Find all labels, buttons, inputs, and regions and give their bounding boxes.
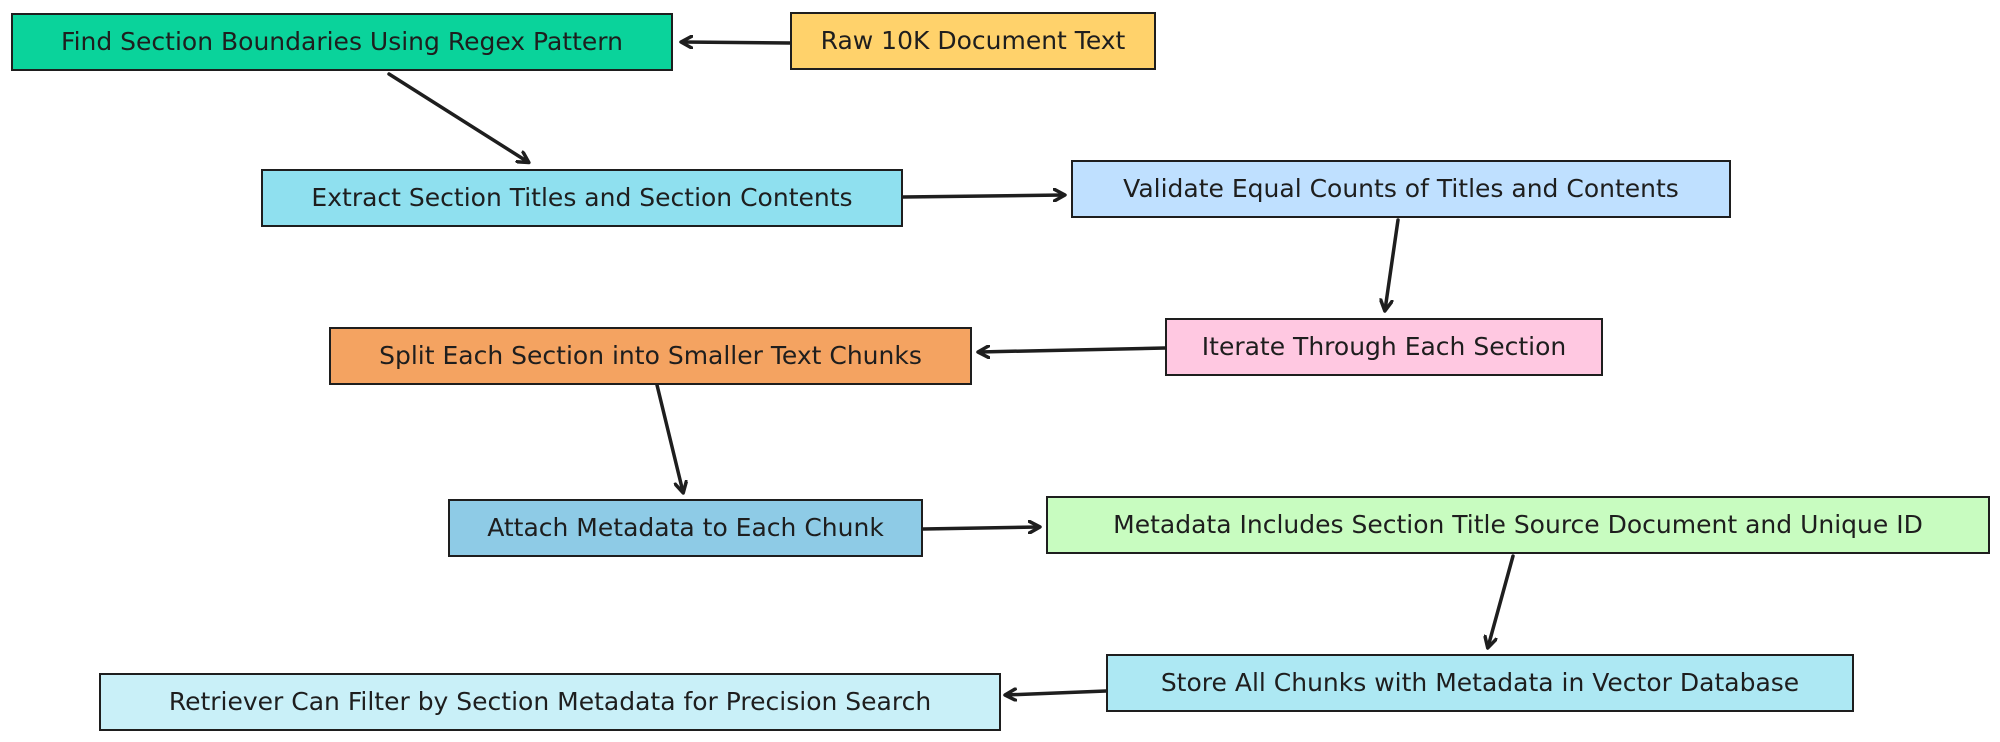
node-find-boundaries: Find Section Boundaries Using Regex Patt… <box>11 13 673 71</box>
node-split: Split Each Section into Smaller Text Chu… <box>329 327 972 385</box>
node-label: Validate Equal Counts of Titles and Cont… <box>1123 174 1679 203</box>
arrow-extract-to-validate <box>901 195 1064 197</box>
node-label: Metadata Includes Section Title Source D… <box>1113 510 1923 539</box>
arrow-split-to-attach <box>655 383 683 492</box>
node-raw-doc: Raw 10K Document Text <box>790 12 1156 70</box>
node-label: Extract Section Titles and Section Conte… <box>311 183 852 212</box>
node-label: Iterate Through Each Section <box>1202 332 1566 361</box>
node-label: Store All Chunks with Metadata in Vector… <box>1161 668 1799 697</box>
arrow-metadata-includes-to-store <box>1488 554 1515 647</box>
node-retriever: Retriever Can Filter by Section Metadata… <box>99 673 1001 731</box>
node-box <box>11 13 673 71</box>
arrow-attach-to-metadata-includes <box>921 527 1039 529</box>
node-metadata-includes: Metadata Includes Section Title Source D… <box>1046 496 1990 554</box>
node-box <box>448 499 923 557</box>
node-attach: Attach Metadata to Each Chunk <box>448 499 923 557</box>
node-box <box>99 673 1001 731</box>
node-store: Store All Chunks with Metadata in Vector… <box>1106 654 1854 712</box>
arrow-find-boundaries-to-extract <box>387 72 528 162</box>
arrow-validate-to-iterate <box>1385 218 1400 310</box>
edges-layer <box>387 42 1515 695</box>
node-box <box>1046 496 1990 554</box>
node-box <box>1071 160 1731 218</box>
node-box <box>329 327 972 385</box>
node-box <box>1165 318 1603 376</box>
node-box <box>261 169 903 227</box>
node-box <box>790 12 1156 70</box>
node-iterate: Iterate Through Each Section <box>1165 318 1603 376</box>
node-box <box>1106 654 1854 712</box>
node-label: Attach Metadata to Each Chunk <box>487 513 884 542</box>
node-label: Raw 10K Document Text <box>821 26 1126 55</box>
arrow-iterate-to-split <box>979 348 1167 352</box>
nodes-layer: Find Section Boundaries Using Regex Patt… <box>11 12 1990 731</box>
arrow-store-to-retriever <box>1006 691 1108 695</box>
node-label: Find Section Boundaries Using Regex Patt… <box>61 27 623 56</box>
node-extract: Extract Section Titles and Section Conte… <box>261 169 903 227</box>
node-label: Split Each Section into Smaller Text Chu… <box>379 341 922 370</box>
node-label: Retriever Can Filter by Section Metadata… <box>169 687 931 716</box>
node-validate: Validate Equal Counts of Titles and Cont… <box>1071 160 1731 218</box>
arrow-raw-doc-to-find-boundaries <box>682 42 792 43</box>
